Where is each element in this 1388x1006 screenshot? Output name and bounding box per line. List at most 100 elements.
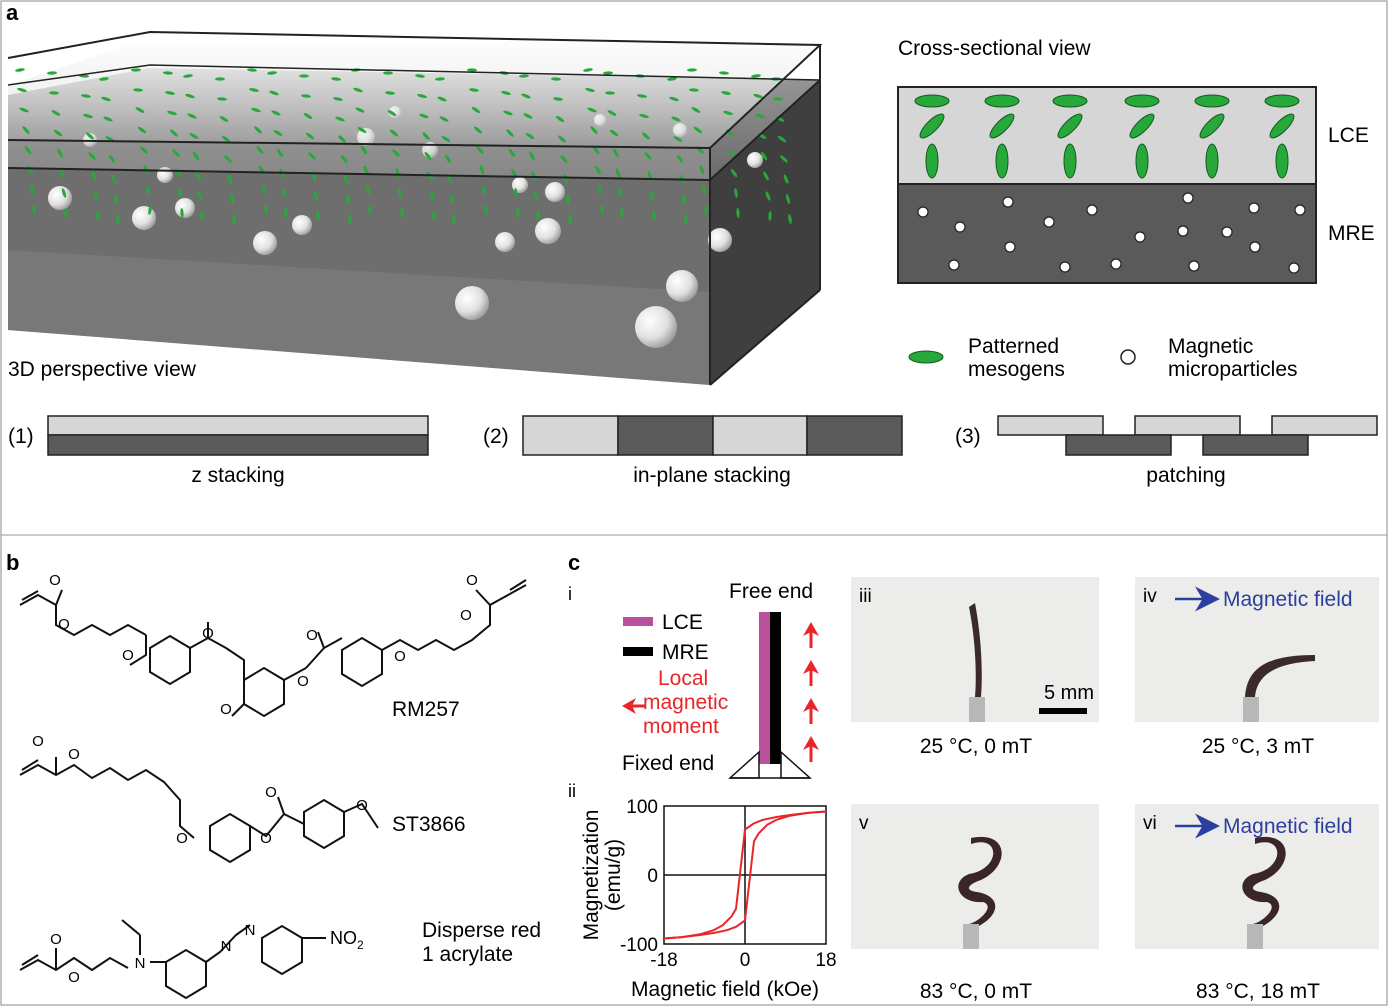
mesogen [49,91,59,95]
molecule-disperse-red [19,919,326,1000]
y-axis-label-2: (emu/g) [602,839,625,911]
x-tick-label: 18 [815,950,836,971]
rm257-name: RM257 [392,698,460,721]
mesogen [583,68,593,72]
cross-particle [1043,216,1055,228]
mesogen [615,168,621,178]
mesogen [637,94,647,98]
stack-2-block-3 [712,415,808,456]
mesogen [432,211,436,221]
mesogen [197,191,203,201]
photo-caption-v: 83 °C, 0 mT [920,980,1032,1003]
mesogen [342,174,350,184]
fixed-end-label: Fixed end [622,752,714,775]
mesogen [360,145,368,155]
molecule-st3866 [19,757,379,864]
mesogen [511,168,517,178]
panel-b-letter: b [6,550,19,575]
mesogen [553,97,563,101]
mesogen [449,194,455,204]
photo-label-iii: iii [859,586,872,607]
mesogen [137,126,147,134]
specimen [969,603,982,697]
mesogen [652,211,656,221]
up-arrow-icon [803,660,819,686]
particle-sphere [48,186,72,210]
svg-text:O: O [32,733,44,750]
mesogen [183,74,193,78]
field-label: Magnetic field [1223,815,1353,838]
stack-2-num: (2) [483,425,509,448]
x-tick-label: -18 [650,950,677,971]
particle-sphere [455,286,489,320]
cross-mesogen-vertical [1275,143,1289,179]
mesogen [185,93,195,99]
cross-mesogen-vertical [1063,143,1077,179]
mesogen [609,129,619,137]
svg-text:N: N [135,955,146,972]
mesogen [30,185,34,195]
cross-particles [917,192,1306,274]
mesogen [519,74,529,78]
cross-particle [1086,204,1098,216]
mesogen [57,148,63,158]
molecule-rm257 [19,579,527,718]
cross-mesogen-vertical [925,143,939,179]
cross-mesogens [914,94,1300,179]
schematic-lce-strip [759,612,770,764]
disperse-red-name-2: 1 acrylate [422,943,513,966]
mesogen [140,146,148,154]
mesogen [447,174,453,184]
mesogen [59,168,65,178]
legend-mesogen-icon [908,350,944,364]
mesogen [501,90,511,96]
mesogen [131,68,141,72]
tweezer [969,697,985,722]
mesogen [284,208,288,218]
mesogen [682,194,686,204]
up-arrow-icon [803,736,819,762]
mesogen [469,88,479,92]
mesogen [415,74,425,78]
photo-caption-iv: 25 °C, 3 mT [1202,735,1314,758]
mesogen [108,154,116,164]
cross-particle [948,259,960,271]
mesogen [333,97,343,101]
mesogen [221,135,231,143]
stack-3-lce-1 [997,415,1104,436]
mesogen [419,113,429,119]
mesogen [471,106,481,114]
mesogen [430,191,434,201]
mesogen [592,145,600,155]
legend-particle-label-1: Magnetic [1168,335,1253,358]
mesogen [32,205,36,215]
mesogen [650,191,654,201]
cross-mesogen-flat [1052,94,1088,108]
stack-1-lce [47,415,429,436]
mesogen [219,116,229,122]
mesogen [765,191,771,201]
mesogen [305,132,315,140]
mesogen [693,126,703,134]
lce-layer-top [8,38,820,148]
mesogen [525,132,535,140]
specimen [1245,655,1315,697]
svg-text:O: O [260,830,272,847]
photo-label-v: v [859,813,869,834]
photo-caption-iii: 25 °C, 0 mT [920,735,1032,758]
hysteresis-branch-1 [663,810,827,940]
mesogen [249,88,259,92]
mesogen [91,171,97,181]
cross-particle [1059,261,1071,273]
stack-1-num: (1) [8,425,34,448]
mesogen [135,107,145,113]
mesogen [595,165,601,175]
mesogen [590,126,598,134]
mesogen [474,126,482,134]
moment-label-2: magnetic [643,691,728,714]
mesogen [598,185,602,195]
mesogen [353,87,363,93]
mesogen [560,155,568,163]
